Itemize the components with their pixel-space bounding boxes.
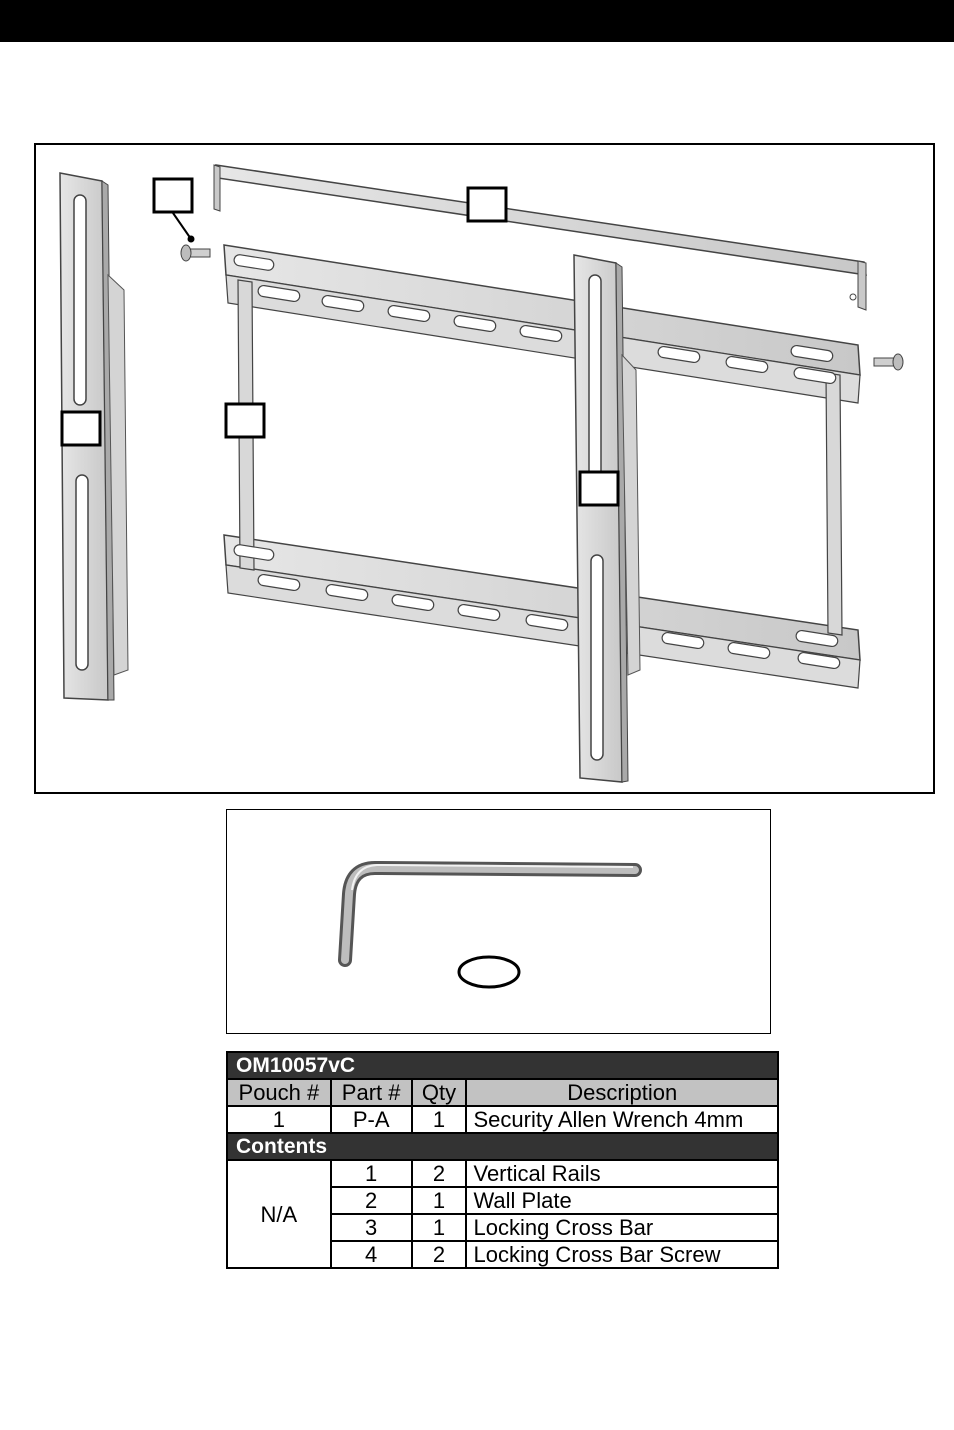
right-vertical-rail <box>573 254 641 783</box>
callout-box-right-rail <box>578 470 620 507</box>
allen-wrench-illustration <box>338 861 642 989</box>
table-row: 4 2 Locking Cross Bar Screw <box>227 1240 779 1269</box>
cell-qty: 1 <box>410 1213 468 1242</box>
callout-box-wall-plate <box>224 402 266 439</box>
callout-leader-dot <box>187 235 195 243</box>
cell-part: 1 <box>329 1159 413 1188</box>
table-row: 2 1 Wall Plate <box>227 1186 779 1215</box>
callout-box-cross-bar <box>466 186 508 223</box>
cell-description: Vertical Rails <box>465 1159 779 1188</box>
cell-description: Wall Plate <box>465 1186 779 1215</box>
table-row: 1 P-A 1 Security Allen Wrench 4mm <box>226 1105 779 1134</box>
cell-part: 3 <box>329 1213 413 1242</box>
cell-qty: 2 <box>410 1159 468 1188</box>
header-pouch: Pouch # <box>226 1078 332 1107</box>
cell-part: 4 <box>329 1240 413 1269</box>
locking-cross-bar-screw-right <box>873 353 904 371</box>
callout-oval <box>457 955 521 989</box>
cell-description: Locking Cross Bar Screw <box>465 1240 779 1269</box>
table-row: N/A 1 2 Vertical Rails <box>226 1159 779 1269</box>
locking-cross-bar <box>213 164 867 311</box>
cell-description: Locking Cross Bar <box>465 1213 779 1242</box>
cell-qty: 1 <box>410 1105 468 1134</box>
header-qty: Qty <box>410 1078 468 1107</box>
model-number: OM10057vC <box>226 1051 779 1080</box>
callout-box-screw <box>152 177 194 214</box>
callout-box-left-rail <box>60 410 102 447</box>
wall-plate <box>223 244 861 689</box>
contents-row: Contents <box>226 1132 779 1161</box>
allen-wrench-panel <box>226 809 771 1034</box>
cell-qty: 2 <box>410 1240 468 1269</box>
parts-table: OM10057vC Pouch # Part # Qty Description… <box>226 1051 779 1269</box>
allen-wrench <box>338 861 642 967</box>
locking-cross-bar-screw-left <box>180 244 211 262</box>
table-row: 3 1 Locking Cross Bar <box>227 1213 779 1242</box>
cell-qty: 1 <box>410 1186 468 1215</box>
cell-part: P-A <box>329 1105 413 1134</box>
cell-part: 2 <box>329 1186 413 1215</box>
exploded-parts-diagram <box>34 143 935 794</box>
cell-contents-pouch: N/A <box>226 1159 332 1269</box>
mount-illustration <box>59 164 904 783</box>
cell-pouch: 1 <box>226 1105 332 1134</box>
cell-description: Security Allen Wrench 4mm <box>465 1105 779 1134</box>
contents-label: Contents <box>226 1132 779 1161</box>
header-row: Pouch # Part # Qty Description <box>226 1078 779 1107</box>
header-part: Part # <box>329 1078 413 1107</box>
top-black-bar <box>0 0 954 42</box>
header-description: Description <box>465 1078 779 1107</box>
callout-leader-line <box>172 212 192 240</box>
model-row: OM10057vC <box>226 1051 779 1080</box>
